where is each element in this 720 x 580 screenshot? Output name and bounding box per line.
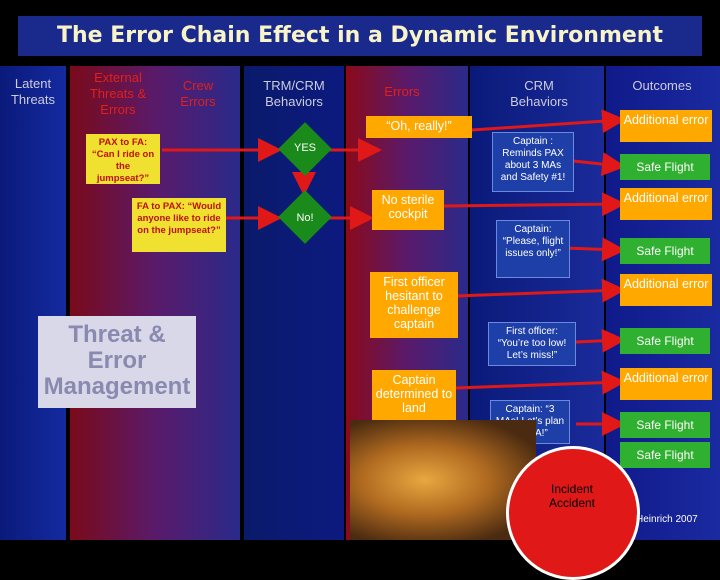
crm-captain-please: Captain: “Please, flight issues only!” bbox=[496, 220, 570, 278]
connector-arrows bbox=[162, 109, 626, 436]
outcome-safe-flight-4: Safe Flight bbox=[620, 412, 710, 438]
outcome-additional-error-2: Additional error bbox=[620, 188, 712, 220]
error-no-sterile-cockpit: No sterile cockpit bbox=[372, 190, 444, 230]
header-crew-errors: Crew Errors bbox=[180, 78, 216, 109]
header-trm-crm: TRM/CRM Behaviors bbox=[263, 78, 325, 109]
error-oh-really: “Oh, really!” bbox=[366, 116, 472, 138]
outcome-safe-flight-1: Safe Flight bbox=[620, 154, 710, 180]
header-outcomes: Outcomes bbox=[632, 78, 692, 93]
outcome-safe-flight-2: Safe Flight bbox=[620, 238, 710, 264]
header-crm-behaviors: CRM Behaviors bbox=[510, 78, 568, 109]
incident-circle bbox=[506, 446, 640, 580]
chain-image bbox=[350, 420, 536, 540]
error-box-fa: FA to PAX: “Would anyone like to ride on… bbox=[132, 198, 226, 252]
outcome-safe-flight-5: Safe Flight bbox=[620, 442, 710, 468]
incident-accident-label: Incident Accident bbox=[548, 482, 596, 510]
outcome-additional-error-4: Additional error bbox=[620, 368, 712, 400]
error-captain-determined: Captain determined to land bbox=[372, 370, 456, 424]
outcome-additional-error-3: Additional error bbox=[620, 274, 712, 306]
credit-label: Heinrich 2007 bbox=[636, 514, 698, 525]
outcome-safe-flight-3: Safe Flight bbox=[620, 328, 710, 354]
column-latent-threats bbox=[0, 66, 66, 540]
crm-captain-reminds: Captain : Reminds PAX about 3 MAs and Sa… bbox=[492, 132, 574, 192]
decision-yes-label: YES bbox=[293, 142, 316, 154]
header-errors: Errors bbox=[384, 84, 420, 99]
outcome-additional-error-1: Additional error bbox=[620, 110, 712, 142]
crm-fo-too-low: First officer: “You’re too low! Let’s mi… bbox=[488, 322, 576, 366]
header-latent-threats: Latent Threats bbox=[10, 76, 56, 107]
threat-box-pax: PAX to FA: “Can I ride on the jumpseat?” bbox=[86, 134, 160, 184]
page-title: The Error Chain Effect in a Dynamic Envi… bbox=[18, 16, 702, 56]
error-fo-hesitant: First officer hesitant to challenge capt… bbox=[370, 272, 458, 338]
threat-error-management-label: Threat & Error Management bbox=[38, 316, 196, 408]
header-external-threats: External Threats & Errors bbox=[89, 70, 147, 117]
decision-no-label: No! bbox=[296, 212, 314, 224]
